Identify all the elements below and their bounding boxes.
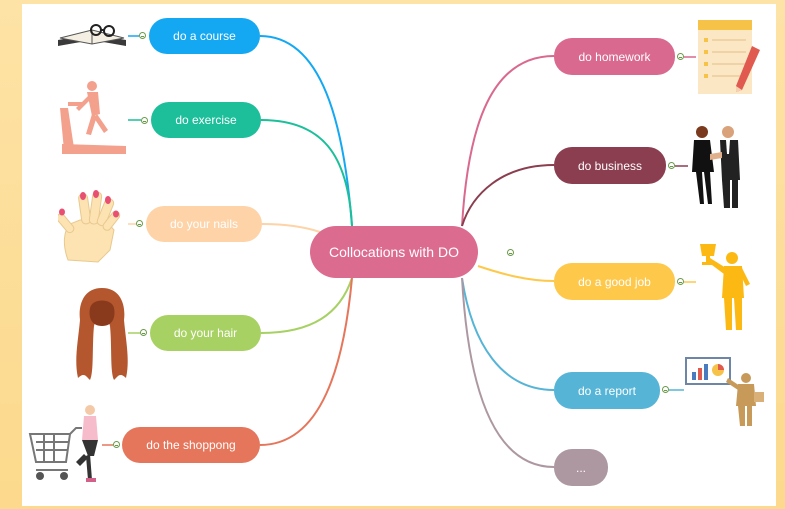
connector-do-exercise (260, 119, 353, 227)
handshake-icon (692, 126, 740, 208)
connector-do-a-good-job (477, 265, 555, 282)
connector-do-a-report (461, 277, 555, 391)
branch-do-a-course[interactable]: do a course (149, 18, 260, 54)
root-collapse-toggle[interactable] (507, 249, 514, 256)
connector-do-homework (461, 55, 555, 227)
hand-nails-icon (58, 190, 121, 263)
branch-do-your-nails[interactable]: do your nails (146, 206, 262, 242)
collapse-toggle-do-your-hair[interactable] (140, 329, 147, 336)
treadmill-icon (60, 81, 126, 154)
connector-do-business (461, 164, 555, 227)
connector-do-your-nails (261, 223, 321, 233)
branch-more[interactable]: ... (554, 449, 608, 486)
collapse-toggle-do-the-shoppong[interactable] (113, 441, 120, 448)
collapse-toggle-do-your-nails[interactable] (136, 220, 143, 227)
shopping-cart-icon (28, 405, 98, 482)
branch-connectors (102, 35, 696, 468)
branch-do-homework[interactable]: do homework (554, 38, 675, 75)
notepad-pencil-icon (698, 20, 760, 94)
collapse-toggle-do-a-report[interactable] (662, 386, 669, 393)
branch-do-exercise[interactable]: do exercise (151, 102, 261, 138)
connector-do-a-course (259, 35, 353, 227)
long-hair-icon (76, 288, 128, 380)
trophy-person-icon (700, 244, 750, 330)
branch-do-a-report[interactable]: do a report (554, 372, 660, 409)
collapse-toggle-do-business[interactable] (668, 162, 675, 169)
collapse-toggle-do-a-good-job[interactable] (677, 278, 684, 285)
connector-do-your-hair (260, 277, 353, 334)
collapse-toggle-do-homework[interactable] (677, 53, 684, 60)
root-topic[interactable]: Collocations with DO (310, 226, 478, 278)
branch-do-your-hair[interactable]: do your hair (150, 315, 261, 351)
collapse-toggle-do-a-course[interactable] (139, 32, 146, 39)
presentation-icon (685, 357, 764, 426)
branch-do-the-shoppong[interactable]: do the shoppong (122, 427, 260, 463)
collapse-toggle-do-exercise[interactable] (141, 117, 148, 124)
connector-do-the-shoppong (259, 277, 353, 446)
book-glasses-icon (58, 24, 126, 46)
branch-do-business[interactable]: do business (554, 147, 666, 184)
connector-more (461, 277, 555, 468)
branch-do-a-good-job[interactable]: do a good job (554, 263, 675, 300)
mind-map-canvas: Collocations with DO do a course do exer… (22, 4, 776, 506)
